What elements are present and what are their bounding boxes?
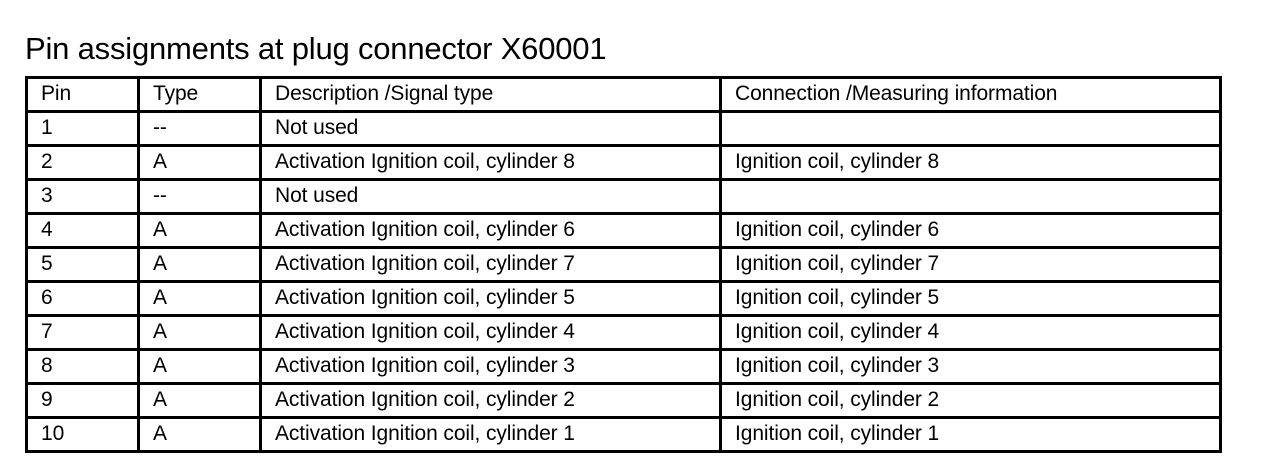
cell-description: Activation Ignition coil, cylinder 7	[259, 246, 722, 283]
cell-type: A	[137, 246, 262, 283]
cell-type: A	[137, 416, 262, 453]
cell-type: A	[137, 144, 262, 181]
cell-description: Not used	[259, 178, 722, 215]
table-header: Pin Type Description /Signal type Connec…	[25, 76, 1222, 113]
cell-pin: 5	[25, 246, 140, 283]
cell-pin: 3	[25, 178, 140, 215]
column-header-description: Description /Signal type	[259, 76, 722, 113]
column-header-type: Type	[137, 76, 262, 113]
cell-connection: Ignition coil, cylinder 1	[719, 416, 1222, 453]
cell-connection	[719, 110, 1222, 147]
cell-description: Activation Ignition coil, cylinder 2	[259, 382, 722, 419]
cell-connection: Ignition coil, cylinder 3	[719, 348, 1222, 385]
cell-description: Activation Ignition coil, cylinder 8	[259, 144, 722, 181]
cell-pin: 1	[25, 110, 140, 147]
cell-pin: 2	[25, 144, 140, 181]
cell-pin: 6	[25, 280, 140, 317]
cell-pin: 9	[25, 382, 140, 419]
cell-description: Activation Ignition coil, cylinder 1	[259, 416, 722, 453]
cell-type: A	[137, 314, 262, 351]
cell-type: A	[137, 382, 262, 419]
column-header-connection: Connection /Measuring information	[719, 76, 1222, 113]
cell-pin: 7	[25, 314, 140, 351]
cell-pin: 4	[25, 212, 140, 249]
column-header-pin: Pin	[25, 76, 140, 113]
cell-type: A	[137, 348, 262, 385]
cell-type: --	[137, 110, 262, 147]
cell-description: Activation Ignition coil, cylinder 6	[259, 212, 722, 249]
cell-connection: Ignition coil, cylinder 8	[719, 144, 1222, 181]
pin-assignment-table: Pin Type Description /Signal type Connec…	[25, 76, 1222, 453]
cell-connection: Ignition coil, cylinder 7	[719, 246, 1222, 283]
cell-pin: 8	[25, 348, 140, 385]
table-row: 1--Not used	[25, 110, 1222, 147]
cell-connection: Ignition coil, cylinder 6	[719, 212, 1222, 249]
pin-assignment-table-container: Pin Type Description /Signal type Connec…	[25, 76, 1222, 453]
cell-connection: Ignition coil, cylinder 2	[719, 382, 1222, 419]
cell-description: Activation Ignition coil, cylinder 5	[259, 280, 722, 317]
table-row: 3--Not used	[25, 178, 1222, 215]
cell-type: A	[137, 280, 262, 317]
cell-description: Activation Ignition coil, cylinder 4	[259, 314, 722, 351]
cell-connection: Ignition coil, cylinder 4	[719, 314, 1222, 351]
cell-type: A	[137, 212, 262, 249]
table-header-row: Pin Type Description /Signal type Connec…	[25, 76, 1222, 113]
cell-description: Not used	[259, 110, 722, 147]
cell-connection	[719, 178, 1222, 215]
cell-type: --	[137, 178, 262, 215]
cell-pin: 10	[25, 416, 140, 453]
page-title: Pin assignments at plug connector X60001	[25, 30, 607, 66]
cell-description: Activation Ignition coil, cylinder 3	[259, 348, 722, 385]
cell-connection: Ignition coil, cylinder 5	[719, 280, 1222, 317]
